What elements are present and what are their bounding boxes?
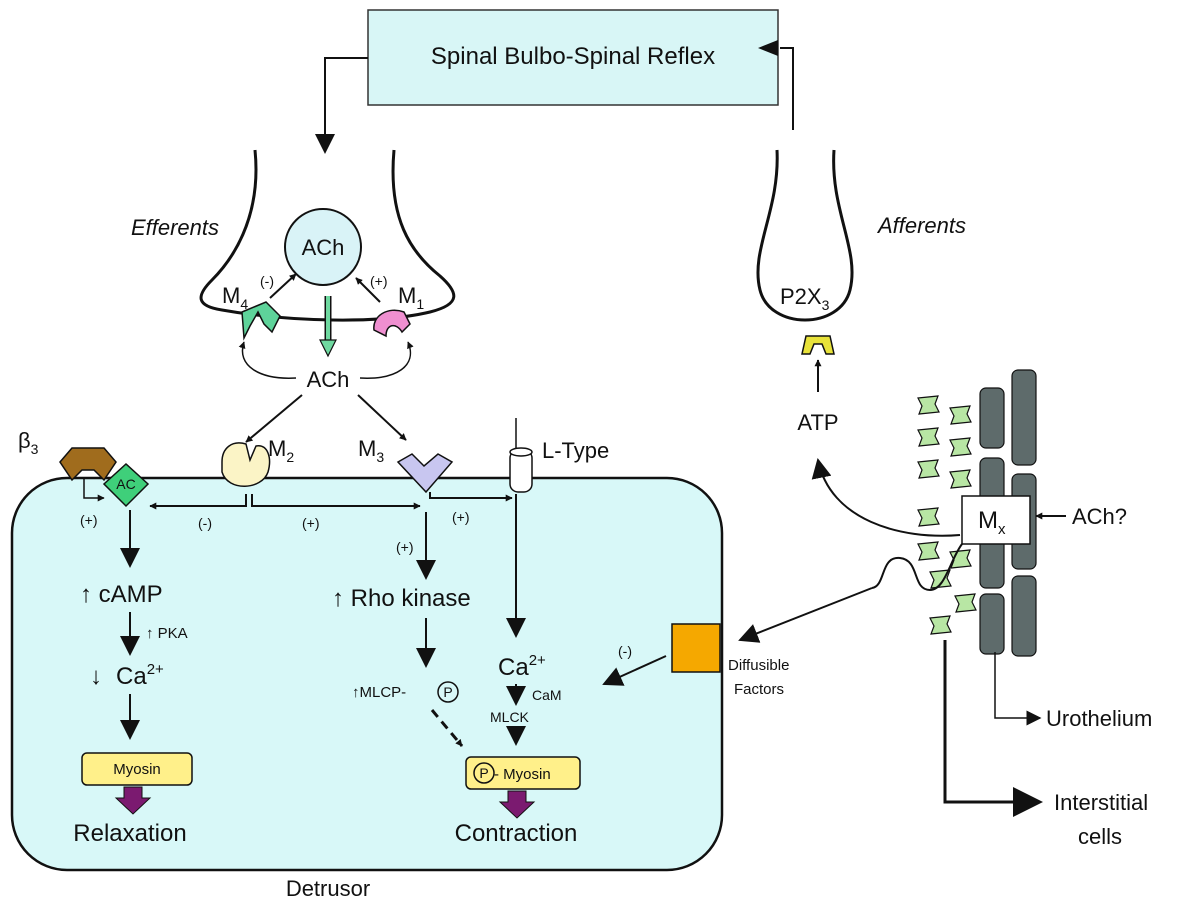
m2-to-ac-arrow <box>149 494 247 510</box>
m2-receptor <box>221 442 271 487</box>
m3-label: M3 <box>358 436 384 465</box>
ac-label: AC <box>116 476 135 492</box>
relaxation-arrow <box>114 786 152 815</box>
cam-label: CaM <box>532 687 562 703</box>
reflex-box <box>367 9 779 106</box>
urothelium-label: Urothelium <box>1046 706 1152 731</box>
interstitial-label-line1: Interstitial <box>1054 790 1148 815</box>
diffusible-label-line2: Factors <box>734 681 784 698</box>
p-myosin-box <box>465 756 581 790</box>
ac-enzyme <box>102 462 150 508</box>
pka-label: ↑ PKA <box>146 625 188 642</box>
m3-rho-plus-sign: (+) <box>396 539 414 555</box>
ca-down-label: ↓Ca2+ <box>90 661 164 690</box>
mx-label: Mx <box>978 507 1006 538</box>
beta3-plus-sign: (+) <box>80 512 98 528</box>
m4-receptor <box>241 301 281 341</box>
diffusible-minus-sign: (-) <box>618 643 632 659</box>
mx-to-diffusible-wave <box>871 543 963 592</box>
m3-receptor <box>396 453 454 494</box>
relaxation-label: Relaxation <box>73 820 186 847</box>
mlcp-label: ↑MLCP- <box>352 684 406 701</box>
afferent-to-reflex-line <box>780 47 794 130</box>
myosin-label: Myosin <box>113 761 161 778</box>
m1-label: M1 <box>398 283 424 312</box>
camp-label: ↑ cAMP <box>80 581 163 608</box>
mlcp-phospho-circle <box>437 681 459 703</box>
ach-to-m2-arrow <box>245 394 303 443</box>
m1-receptor <box>373 309 411 338</box>
diffusible-label-line1: Diffusible <box>728 657 789 674</box>
atp-label: ATP <box>797 410 838 435</box>
efferents-label: Efferents <box>131 215 219 240</box>
mlcp-to-pmyosin-dashed-arrow <box>430 709 464 747</box>
m2-to-m3-arrow <box>251 494 421 510</box>
ca-right-label: Ca2+ <box>498 652 546 681</box>
m4-minus-sign: (-) <box>260 273 274 289</box>
ach-release-label: ACh <box>307 367 350 392</box>
m2-minus-sign: (-) <box>198 515 212 531</box>
reflex-to-efferent-arrow <box>315 57 368 154</box>
m3-to-ltype-arrow <box>429 492 513 502</box>
pmyosin-phospho-circle <box>473 762 495 784</box>
mlck-label: MLCK <box>490 709 530 725</box>
ach-to-m3-arrow <box>357 394 407 441</box>
ach-vesicle <box>284 208 362 286</box>
beta3-receptor <box>59 447 117 482</box>
beta3-label: β3 <box>18 428 39 457</box>
mx-to-atp-arrow <box>811 458 961 537</box>
m4-label: M4 <box>222 283 248 312</box>
m2-plus-sign: (+) <box>302 515 320 531</box>
contraction-label: Contraction <box>455 820 578 847</box>
pmyosin-phospho-label: P <box>479 765 488 781</box>
afferent-to-reflex-arrowhead <box>758 40 778 56</box>
diffusible-factors-box <box>671 623 721 673</box>
diffusible-to-ca-arrow <box>602 655 667 686</box>
m3-ltype-plus-sign: (+) <box>452 509 470 525</box>
contraction-arrow <box>498 790 536 819</box>
p2x3-receptor <box>801 335 835 355</box>
mx-receptor-box <box>961 495 1031 545</box>
mlcp-phospho-label: P <box>443 684 452 700</box>
m4-to-vesicle-arrow <box>269 273 297 299</box>
beta3-to-ac-arrow <box>83 478 105 502</box>
detrusor-label: Detrusor <box>286 876 370 901</box>
interstitial-leader <box>943 640 1043 817</box>
p2x3-label: P2X3 <box>780 284 830 313</box>
wave-to-diffusible-arrow <box>738 587 873 643</box>
interstitial-label-line2: cells <box>1078 824 1122 849</box>
urothelium-group <box>979 369 1037 657</box>
ach-question-label: ACh? <box>1072 504 1127 529</box>
ach-vesicle-label: ACh <box>302 235 345 260</box>
m1-to-vesicle-arrow <box>355 277 381 303</box>
ltype-label: L-Type <box>542 438 609 463</box>
afferents-label: Afferents <box>876 213 966 238</box>
m1-plus-sign: (+) <box>370 273 388 289</box>
ach-to-m4-arrow <box>238 341 297 379</box>
m2-label: M2 <box>268 436 294 465</box>
myosin-box <box>81 752 193 786</box>
reflex-label: Spinal Bulbo-Spinal Reflex <box>431 43 715 70</box>
p-myosin-label: - Myosin <box>494 766 551 783</box>
efferent-terminal <box>199 149 456 322</box>
ach-to-m1-arrow <box>359 341 414 379</box>
afferent-terminal <box>756 149 854 322</box>
rho-kinase-label: ↑ Rho kinase <box>332 585 471 612</box>
urothelium-leader <box>994 652 1042 726</box>
